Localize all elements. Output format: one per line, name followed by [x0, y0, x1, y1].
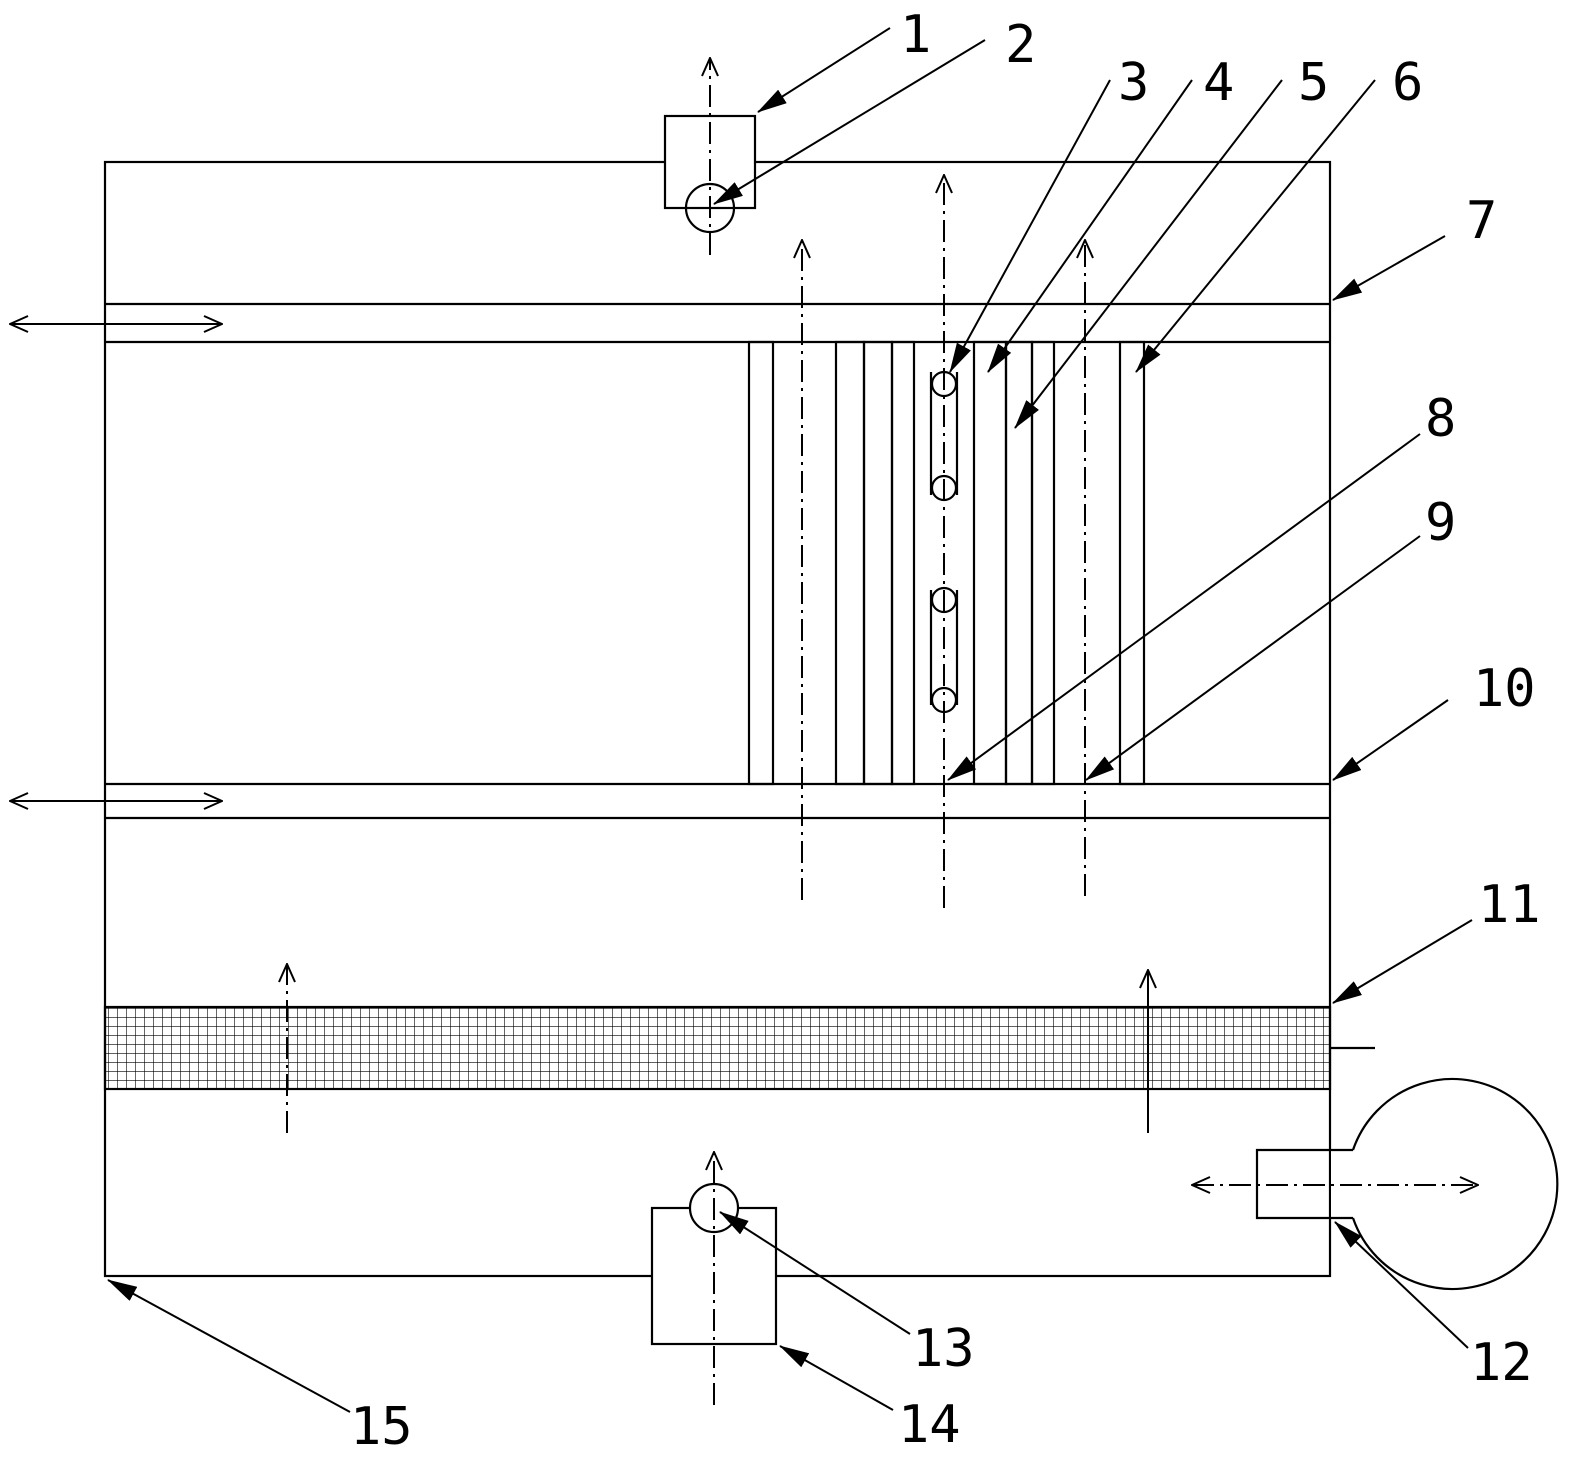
side-fan [1192, 1077, 1559, 1291]
label-9: 9 [1425, 493, 1456, 553]
label-10: 10 [1473, 659, 1536, 719]
plate-stack [747, 340, 1146, 786]
label-4: 4 [1203, 53, 1234, 113]
label-13: 13 [912, 1319, 975, 1379]
label-7: 7 [1466, 191, 1497, 251]
label-14: 14 [898, 1395, 961, 1455]
label-12: 12 [1470, 1333, 1533, 1393]
mesh-filter [103, 1005, 1375, 1091]
main-housing [103, 160, 1332, 1278]
top-nozzle [684, 182, 736, 234]
lower-channel [105, 782, 1330, 820]
label-8: 8 [1425, 389, 1456, 449]
label-1: 1 [900, 5, 931, 65]
upper-channel [105, 302, 1330, 344]
label-15: 15 [350, 1397, 413, 1457]
label-11: 11 [1478, 875, 1541, 935]
label-2: 2 [1005, 15, 1036, 75]
leader-lines [107, 27, 1473, 1413]
label-6: 6 [1392, 53, 1423, 113]
label-3: 3 [1118, 53, 1149, 113]
label-5: 5 [1298, 53, 1329, 113]
